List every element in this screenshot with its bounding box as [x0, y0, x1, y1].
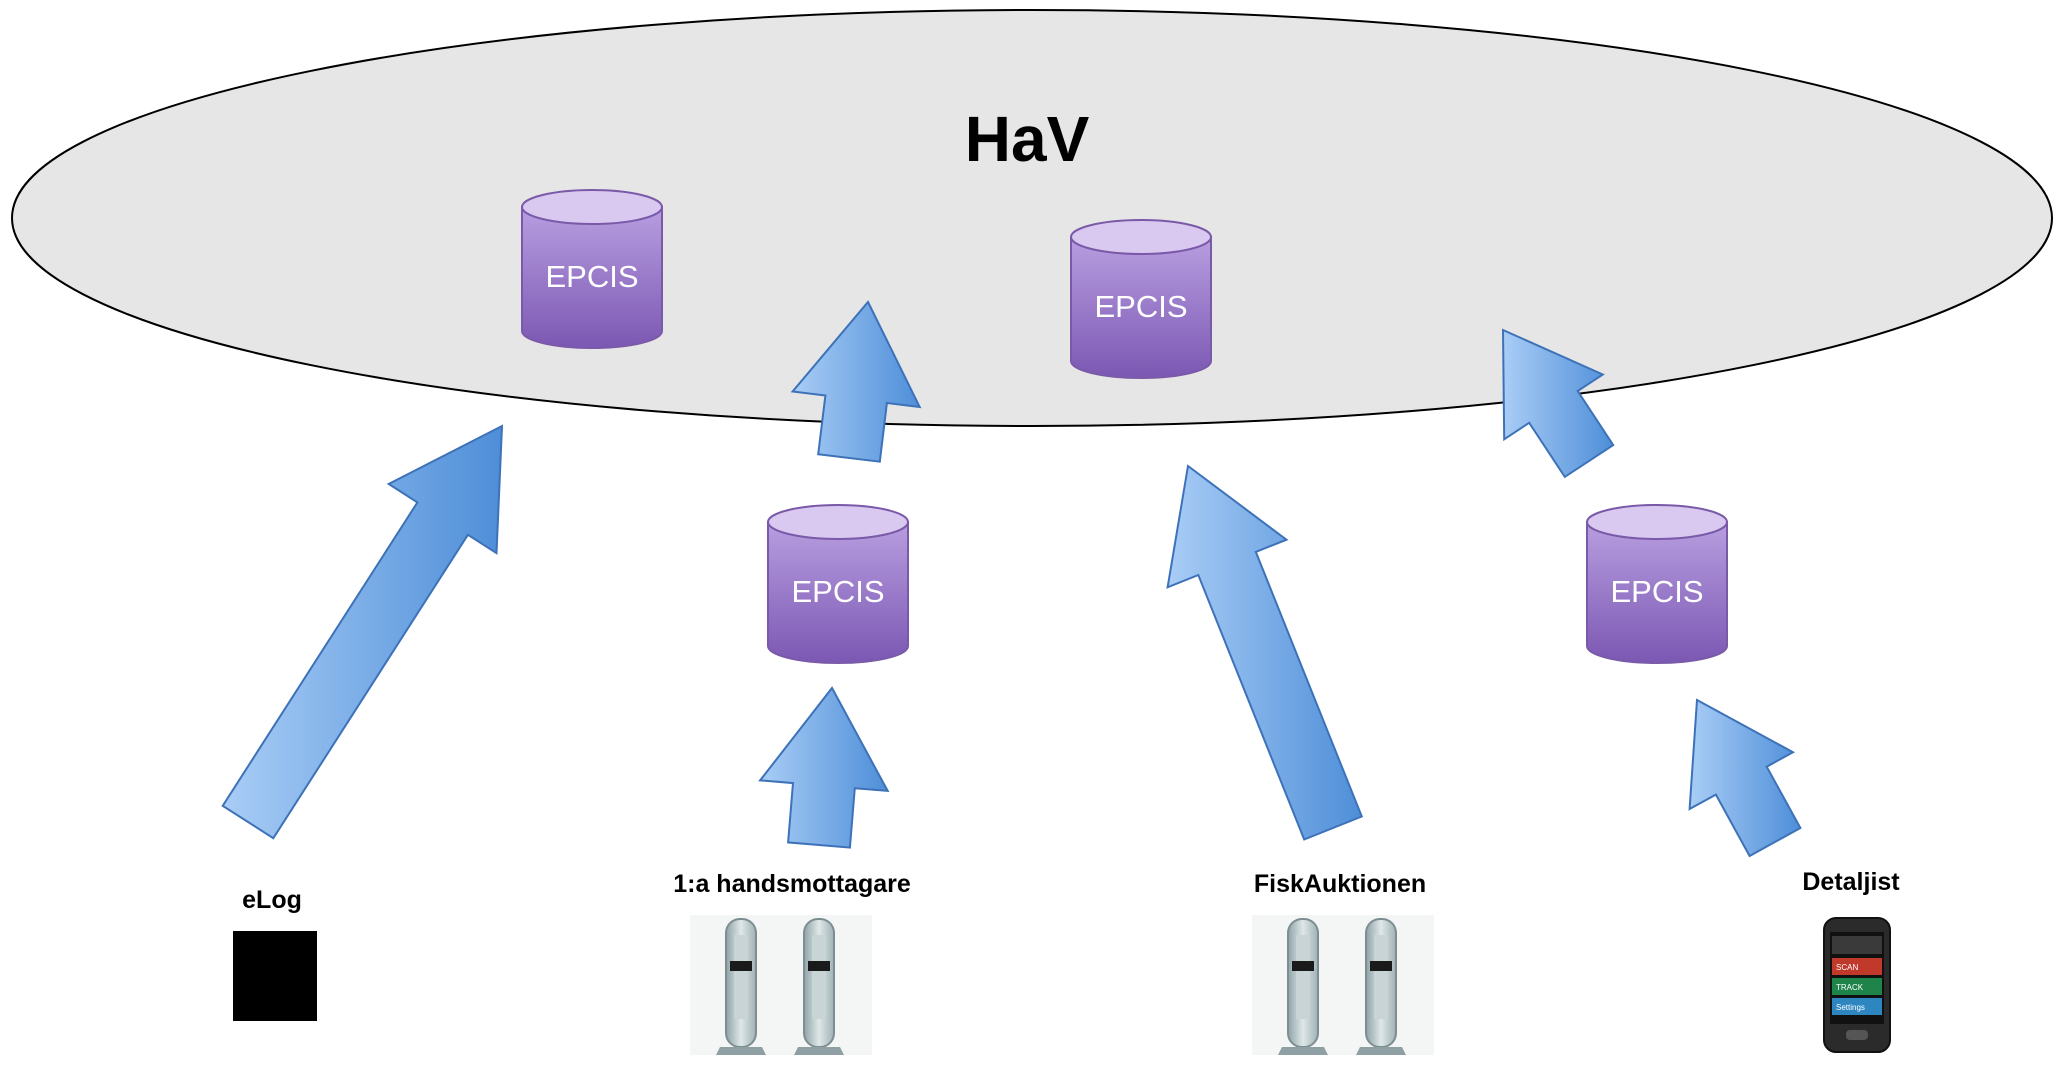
flow-arrow	[1688, 698, 1802, 858]
phone-row-track	[1832, 978, 1882, 995]
flow-arrow	[221, 424, 504, 840]
epcis-label: EPCIS	[1094, 289, 1187, 324]
phone-row-label: Settings	[1836, 1003, 1865, 1012]
phone-row-scan	[1832, 958, 1882, 975]
epcis-database-icon: EPCIS	[767, 504, 909, 664]
actor-label-fiskauktionen: FiskAuktionen	[1253, 870, 1427, 898]
phone-row-label: SCAN	[1836, 963, 1858, 972]
epcis-database-icon: EPCIS	[1586, 504, 1728, 664]
hav-title: HaV	[964, 103, 1090, 175]
epcis-layer: EPCIS EPCIS EPCIS EPCIS	[521, 189, 1728, 664]
epcis-database-icon: EPCIS	[521, 189, 663, 349]
epcis-label: EPCIS	[545, 259, 638, 294]
smartphone-icon: SCAN TRACK Settings	[1823, 917, 1891, 1053]
arrow-layer	[221, 300, 1802, 858]
phone-row-label: TRACK	[1836, 983, 1864, 992]
rfid-gate-icon	[690, 915, 872, 1055]
epcis-database-icon: EPCIS	[1070, 219, 1212, 379]
flow-arrow	[790, 300, 922, 463]
flow-arrow	[758, 686, 890, 849]
actor-label-forsta-handsmottagare: 1:a handsmottagare	[673, 870, 911, 898]
actor-label-elog: eLog	[242, 886, 302, 914]
actor-label-detaljist: Detaljist	[1802, 868, 1900, 896]
black-square-icon	[233, 931, 317, 1021]
rfid-gate-icon	[1252, 915, 1434, 1055]
epcis-label: EPCIS	[791, 574, 884, 609]
flow-arrow	[1166, 464, 1364, 841]
phone-row-settings	[1832, 998, 1882, 1015]
flow-arrow	[1501, 328, 1615, 479]
hav-ellipse	[11, 9, 2053, 427]
epcis-label: EPCIS	[1610, 574, 1703, 609]
